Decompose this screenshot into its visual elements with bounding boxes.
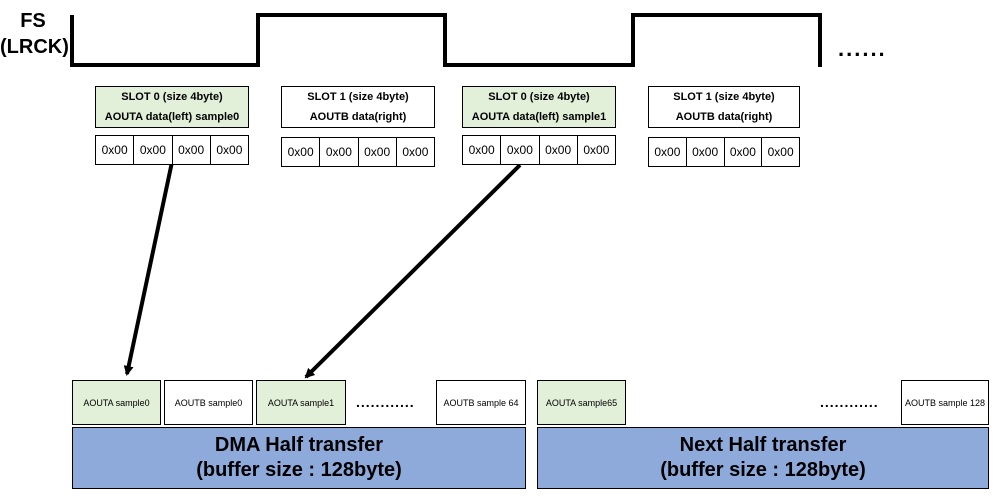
byte-cell: 0x00: [648, 137, 686, 167]
slot-title: SLOT 0 (size 4byte): [121, 91, 223, 103]
slot-0-header: SLOT 0 (size 4byte) AOUTA data(left) sam…: [95, 86, 249, 128]
buffer-dots-1: ............: [356, 394, 415, 410]
half-title: Next Half transfer: [679, 434, 847, 456]
byte-cell: 0x00: [538, 135, 577, 165]
slot-desc: AOUTA data(left) sample0: [104, 111, 240, 123]
byte-cell: 0x00: [462, 135, 501, 165]
byte-cell: 0x00: [319, 137, 358, 167]
buffer-cell-aoutb-sample128: AOUTB sample 128: [901, 380, 989, 425]
byte-cell: 0x00: [95, 135, 134, 165]
buffer-cell-aoutb-sample64: AOUTB sample 64: [436, 380, 526, 425]
buffer-dots-2: ............: [820, 394, 879, 410]
slot-desc: AOUTB data(right): [675, 111, 773, 123]
slot-1-header: SLOT 1 (size 4byte) AOUTB data(right): [281, 86, 435, 128]
byte-cell: 0x00: [761, 137, 800, 167]
arrow-sample1: [304, 163, 522, 379]
dma-half-transfer-block: DMA Half transfer (buffer size : 128byte…: [72, 427, 526, 489]
buffer-cell-aouta-sample1: AOUTA sample1: [256, 380, 346, 425]
slot-0-header-frame2: SLOT 0 (size 4byte) AOUTA data(left) sam…: [462, 86, 616, 128]
byte-cell: 0x00: [576, 135, 616, 165]
byte-cell: 0x00: [723, 137, 762, 167]
byte-cell: 0x00: [685, 137, 724, 167]
slot-title: SLOT 1 (size 4byte): [307, 91, 409, 103]
byte-cell: 0x00: [395, 137, 435, 167]
slot-1-bytes-frame2: 0x00 0x00 0x00 0x00: [648, 137, 800, 167]
continuation-dots: ......: [838, 36, 887, 61]
fs-label-line2: (LRCK): [0, 36, 69, 58]
buffer-cell-aoutb-sample0: AOUTB sample0: [164, 380, 253, 425]
next-half-transfer-block: Next Half transfer (buffer size : 128byt…: [537, 427, 989, 489]
fs-label-line1: FS: [20, 10, 46, 32]
slot-title: SLOT 0 (size 4byte): [488, 91, 590, 103]
fs-lrck-label: FS (LRCK): [0, 8, 69, 60]
slot-1-bytes: 0x00 0x00 0x00 0x00: [281, 137, 435, 167]
slot-1-header-frame2: SLOT 1 (size 4byte) AOUTB data(right): [648, 86, 800, 128]
slot-0-bytes: 0x00 0x00 0x00 0x00: [95, 135, 249, 165]
byte-cell: 0x00: [171, 135, 210, 165]
fs-waveform: [70, 13, 822, 67]
byte-cell: 0x00: [357, 137, 396, 167]
byte-cell: 0x00: [133, 135, 172, 165]
slot-desc: AOUTA data(left) sample1: [471, 111, 607, 123]
slot-desc: AOUTB data(right): [309, 111, 407, 123]
half-size: (buffer size : 128byte): [660, 459, 866, 481]
half-size: (buffer size : 128byte): [196, 459, 402, 481]
buffer-cell-aouta-sample0: AOUTA sample0: [72, 380, 161, 425]
byte-cell: 0x00: [500, 135, 539, 165]
arrow-sample0: [123, 161, 174, 376]
byte-cell: 0x00: [281, 137, 320, 167]
half-title: DMA Half transfer: [214, 434, 384, 456]
byte-cell: 0x00: [209, 135, 249, 165]
slot-title: SLOT 1 (size 4byte): [673, 91, 775, 103]
slot-0-bytes-frame2: 0x00 0x00 0x00 0x00: [462, 135, 616, 165]
buffer-cell-aouta-sample65: AOUTA sample65: [537, 380, 626, 425]
